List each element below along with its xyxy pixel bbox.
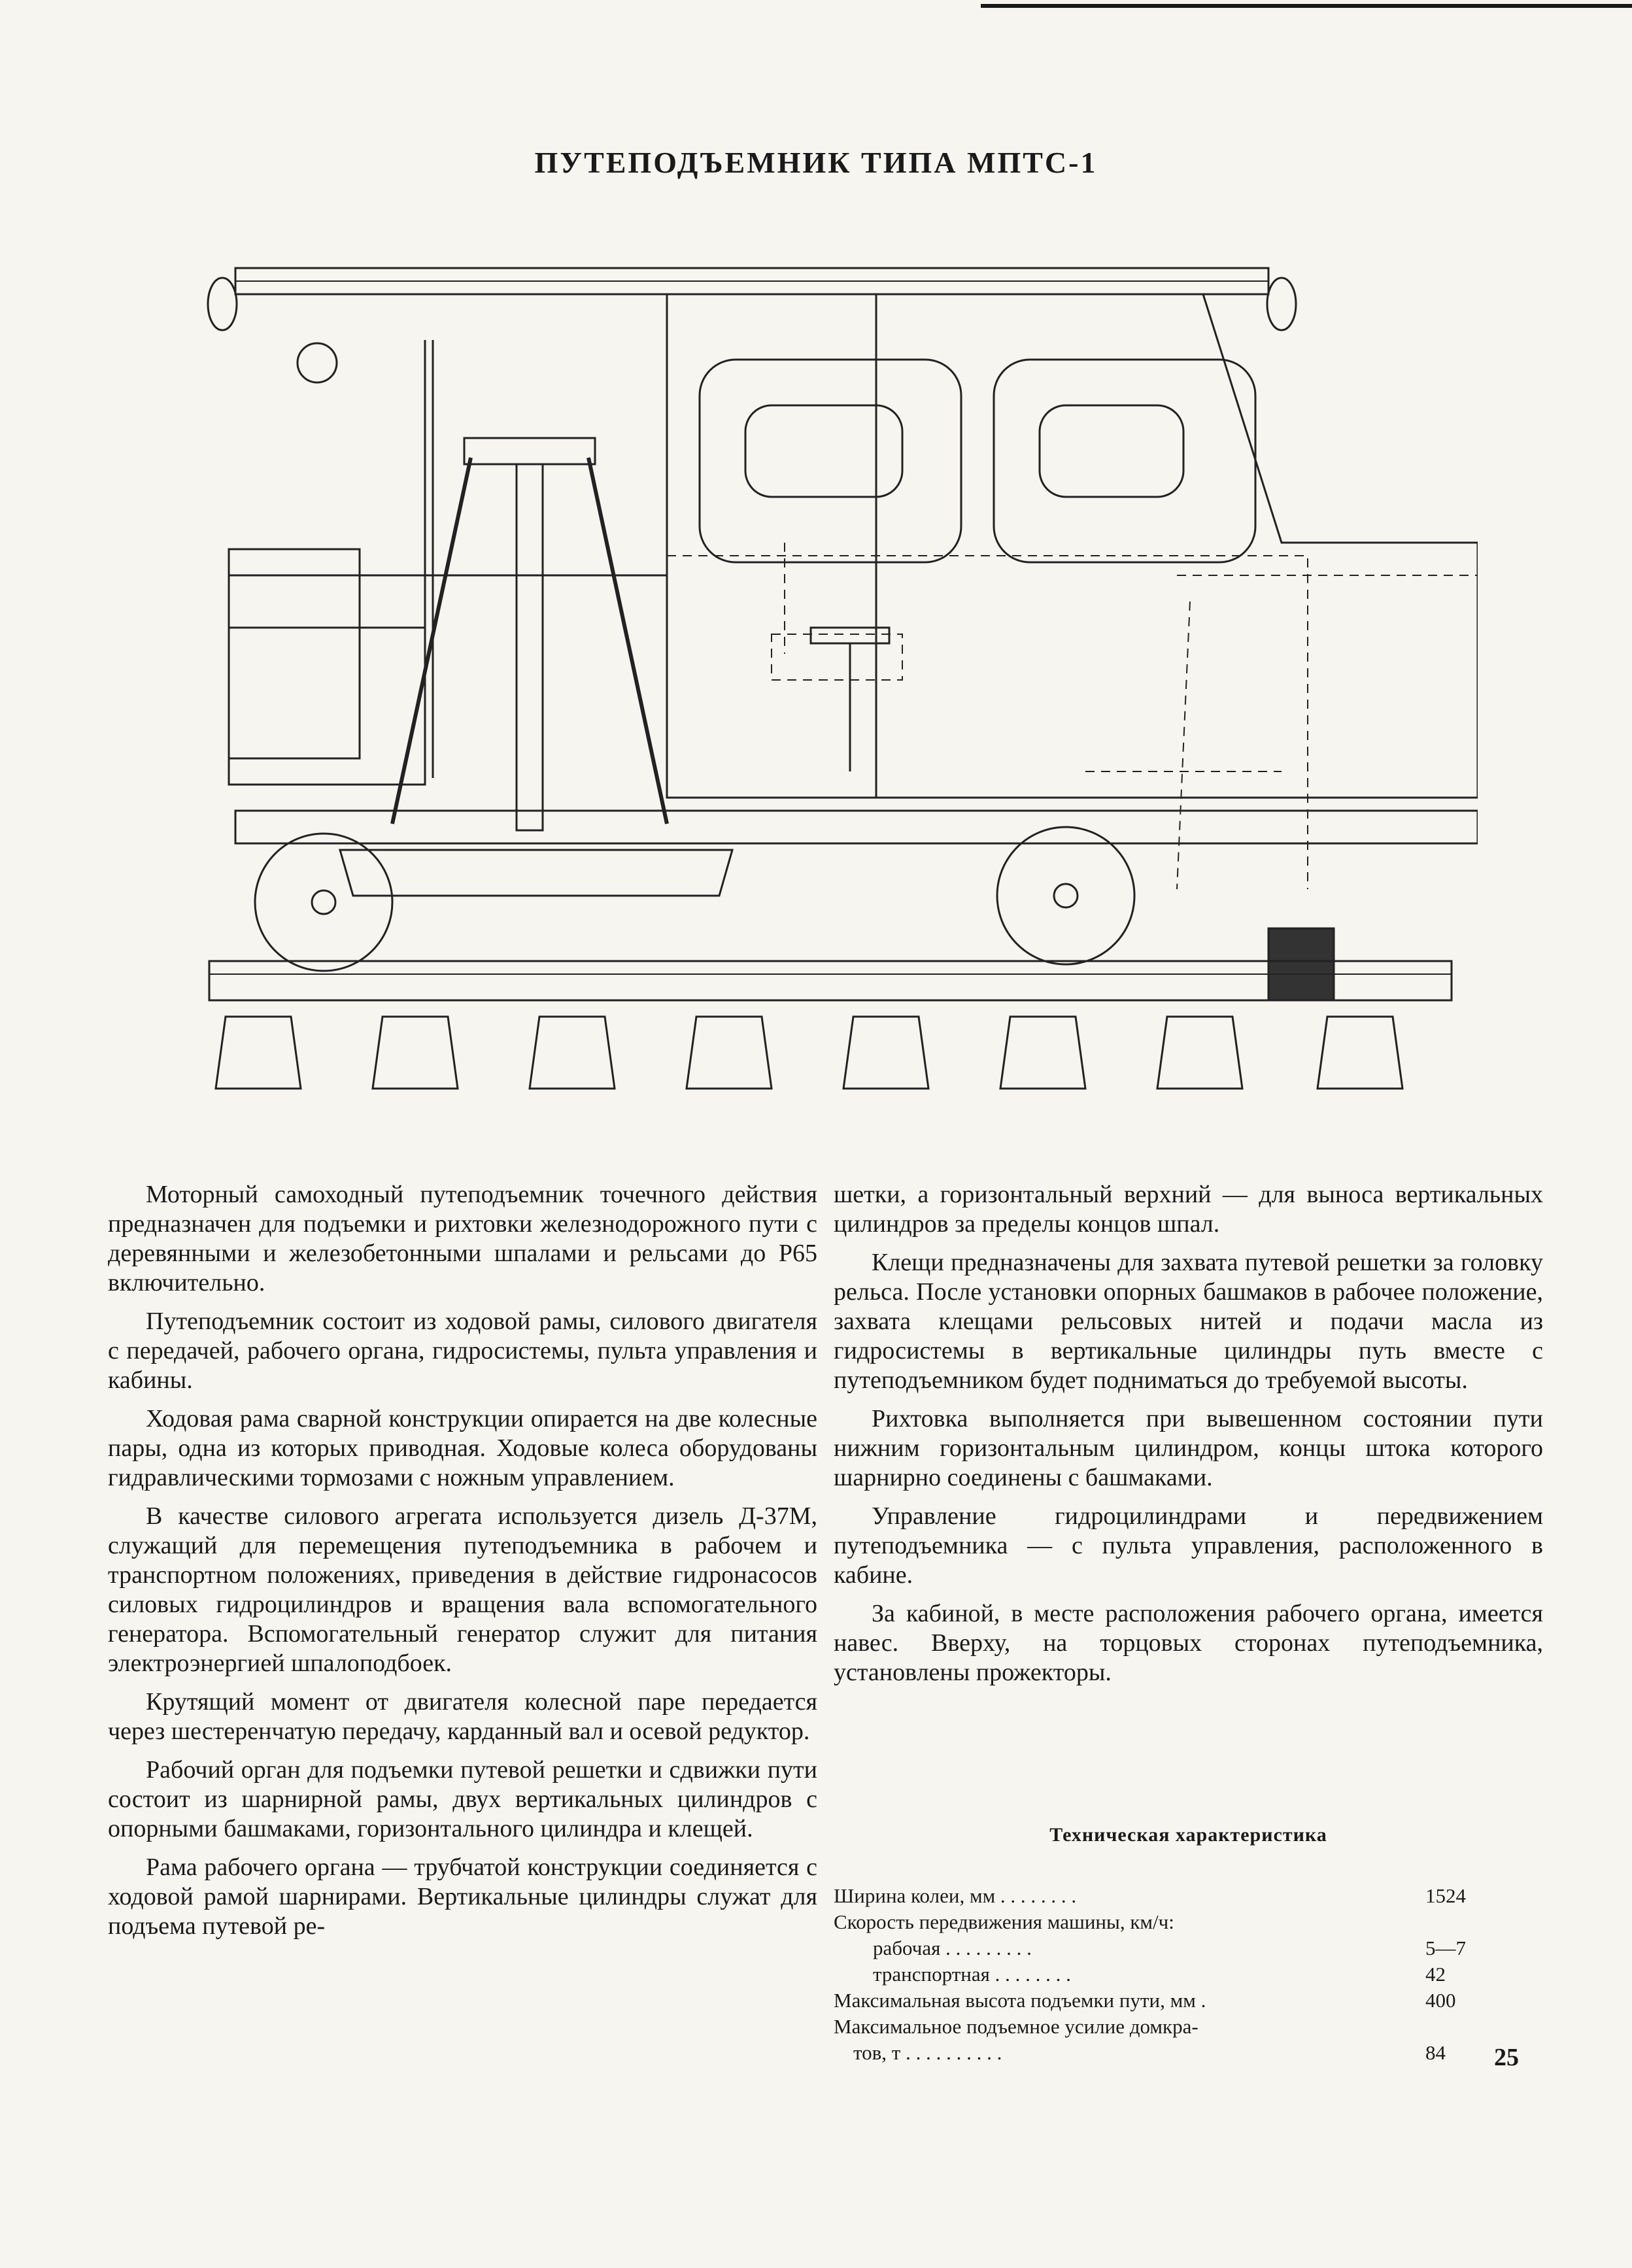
spec-label: тов, т . . . . . . . . . . (853, 2041, 1002, 2064)
spec-value (1414, 2014, 1488, 2040)
rail-clamp (1267, 927, 1335, 1002)
paragraph: Крутящий момент от двигателя колесной па… (108, 1688, 817, 1745)
front-searchlight (207, 277, 238, 331)
spec-label: Максимальная высота подъемки пути, мм . (834, 1989, 1206, 2012)
toolbox (228, 626, 426, 786)
spec-row: тов, т . . . . . . . . . . 84 (834, 2040, 1488, 2066)
page-number: 25 (1494, 2044, 1519, 2071)
paragraph: Ходовая рама сварной конструкции опирает… (108, 1405, 817, 1491)
spec-row: Максимальная высота подъемки пути, мм . … (834, 1988, 1488, 2014)
frame-strut-left (390, 457, 473, 824)
cab-door-left (698, 358, 962, 564)
sleepers (214, 1015, 1404, 1090)
working-frame (339, 849, 734, 897)
spec-title: Техническая характеристика (1049, 1824, 1327, 1846)
machine-drawing (207, 267, 1478, 1090)
cab-door-right (993, 358, 1257, 564)
rail (208, 960, 1453, 1002)
rear-wheel (996, 826, 1136, 966)
rear-railing (228, 548, 361, 760)
paragraph: Рабочий орган для подъемки путевой решет… (108, 1756, 817, 1842)
spec-value: 400 (1425, 1989, 1456, 2012)
paragraph: Рихтовка выполняется при вывешенном сост… (834, 1405, 1543, 1491)
paragraph: шетки, а горизонтальный верхний — для вы… (834, 1181, 1543, 1238)
paragraph: За кабиной, в месте расположения рабочег… (834, 1600, 1543, 1686)
paragraph: Моторный самоходный путеподъемник точечн… (108, 1181, 817, 1296)
frame-strut-right (586, 457, 669, 824)
cab-window-right (1038, 404, 1185, 498)
spec-value: 42 (1425, 1963, 1446, 1986)
spec-value (1414, 1909, 1488, 1935)
spec-row: рабочая . . . . . . . . . 5—7 (834, 1935, 1488, 1961)
spec-table: Ширина колеи, мм . . . . . . . . 1524 Ск… (834, 1883, 1488, 2066)
spec-value: 1524 (1425, 1884, 1466, 1907)
vertical-cylinder (515, 463, 544, 832)
paragraph: Путеподъемник состоит из ходовой рамы, с… (108, 1308, 817, 1394)
paragraph: В качестве силового агрегата используетс… (108, 1502, 817, 1677)
spec-label: Максимальное подъемное усилие домкра- (834, 2015, 1198, 2038)
text-column-left: Моторный самоходный путеподъемник точечн… (108, 1180, 817, 1950)
front-wheel (254, 832, 394, 972)
paragraph: Рама рабочего органа — трубчатой констру… (108, 1853, 817, 1940)
spec-row: транспортная . . . . . . . . 42 (834, 1961, 1488, 1988)
top-rule (981, 4, 1632, 8)
spec-label: Скорость передвижения машины, км/ч: (834, 1910, 1174, 1933)
paragraph: Управление гидроцилиндрами и передвижени… (834, 1502, 1543, 1589)
spec-label: транспортная . . . . . . . . (873, 1963, 1071, 1986)
cab-body (666, 293, 1478, 799)
spec-label: рабочая . . . . . . . . . (873, 1937, 1032, 1959)
page-title: ПУТЕПОДЪЕМНИК ТИПА МПТС-1 (534, 146, 1098, 179)
lamp (296, 342, 338, 384)
paragraph: Клещи предназначены для захвата путевой … (834, 1249, 1543, 1394)
spec-row: Скорость передвижения машины, км/ч: (834, 1909, 1488, 1935)
text-column-right: шетки, а горизонтальный верхний — для вы… (834, 1180, 1543, 1697)
spec-value: 84 (1425, 2041, 1446, 2064)
spec-row: Максимальное подъемное усилие домкра- (834, 2014, 1488, 2040)
spec-label: Ширина колеи, мм . . . . . . . . (834, 1884, 1077, 1907)
rear-searchlight (1266, 277, 1297, 331)
spec-row: Ширина колеи, мм . . . . . . . . 1524 (834, 1883, 1488, 1909)
frame-top (463, 437, 596, 465)
cab-window-left (744, 404, 904, 498)
chassis-frame (234, 809, 1478, 845)
spec-value: 5—7 (1425, 1937, 1466, 1959)
